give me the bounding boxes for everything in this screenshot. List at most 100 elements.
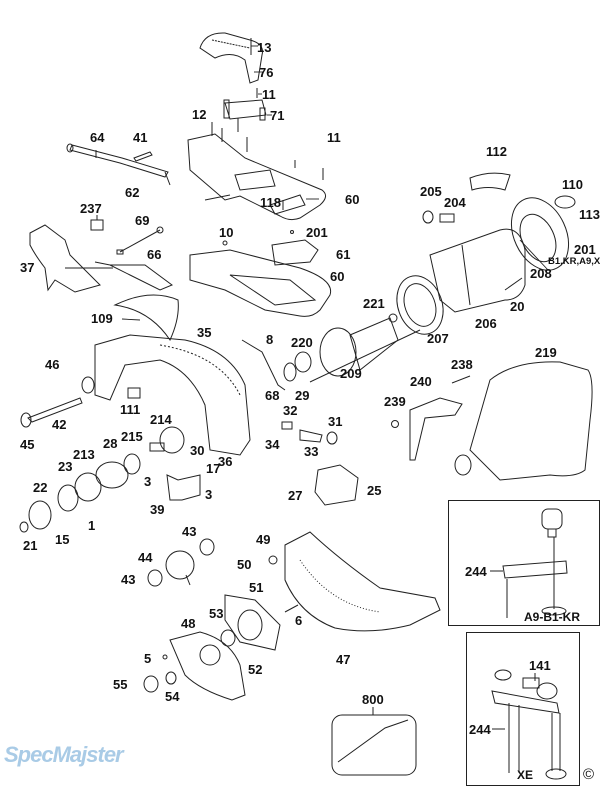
- part-label-45: 45: [20, 437, 35, 452]
- part-label-5: 5: [144, 651, 152, 666]
- part-label-48: 48: [181, 616, 196, 631]
- part-washer-23: [58, 485, 78, 511]
- part-label-20: 20: [510, 299, 525, 314]
- part-label-1: 1: [88, 518, 96, 533]
- part-label-118: 118: [260, 195, 281, 210]
- part-label-35: 35: [197, 325, 212, 340]
- part-bushing-43a: [200, 539, 214, 555]
- part-label-43: 43: [121, 572, 136, 587]
- part-label-47: 47: [336, 652, 351, 667]
- part-label-221: 221: [363, 296, 385, 311]
- part-label-64: 64: [90, 130, 105, 145]
- part-key-41: [134, 152, 152, 161]
- part-label-110: 110: [562, 177, 583, 192]
- part-label-800: 800: [362, 692, 384, 707]
- part-label-43: 43: [182, 524, 197, 539]
- part-brush-cover-112: [470, 173, 510, 190]
- part-bushing-54: [166, 672, 176, 684]
- part-clip-237: [91, 215, 103, 230]
- part-label-69: 69: [135, 213, 150, 228]
- part-housing-cover-60: [188, 118, 326, 220]
- watermark-logo: SpecMajster: [4, 742, 124, 767]
- part-bracket-39: [167, 475, 200, 500]
- inset-xe-caption: XE: [517, 768, 534, 782]
- part-label-239: 239: [384, 394, 406, 409]
- part-label-52: 52: [248, 662, 263, 677]
- part-label-54: 54: [165, 689, 180, 704]
- part-label-220: 220: [291, 335, 313, 350]
- part-label-66: 66: [147, 247, 162, 262]
- part-label-51: 51: [249, 580, 264, 595]
- part-label-61: 61: [336, 247, 351, 262]
- part-label-30: 30: [190, 443, 205, 458]
- part-deflector-109: [115, 295, 178, 340]
- part-spring-239: [392, 421, 399, 428]
- part-label-46: 46: [45, 357, 60, 372]
- part-housing-base-60: [190, 241, 331, 316]
- part-label-53: 53: [209, 606, 224, 621]
- part-label-3: 3: [144, 474, 152, 489]
- part-bearing-ring-207: [389, 269, 451, 340]
- part-dust-chute-37: [30, 225, 100, 292]
- part-screw-21: [20, 522, 28, 532]
- part-label-23: 23: [58, 459, 73, 474]
- part-label-111: 111: [120, 402, 141, 417]
- part-label-31: 31: [328, 414, 343, 429]
- part-gear-214: [150, 427, 184, 453]
- part-label-111: [128, 388, 140, 398]
- part-label-237: 237: [80, 201, 102, 216]
- part-label-213: 213: [73, 447, 95, 462]
- part-plate-51: [225, 595, 280, 650]
- part-label-37: 37: [20, 260, 35, 275]
- part-label-209: 209: [340, 366, 362, 381]
- part-grease-gun-800: [332, 707, 416, 775]
- part-label-27: 27: [288, 488, 303, 503]
- part-label-214: 214: [150, 412, 172, 427]
- part-brush-204: [440, 214, 454, 222]
- copyright-symbol: ©: [583, 766, 595, 783]
- part-bearing-220: [295, 352, 311, 372]
- inset-xe-part-label-244: 244: [469, 722, 491, 737]
- part-label-109: 109: [91, 311, 113, 326]
- part-label-42: 42: [52, 417, 67, 432]
- part-label-62: 62: [125, 185, 140, 200]
- inset-xe: 141 244 XE: [466, 632, 580, 786]
- part-label-206: 206: [475, 316, 497, 331]
- part-bracket-71: [224, 88, 266, 120]
- part-label-71: 71: [270, 108, 285, 123]
- part-handle-76: [200, 33, 263, 83]
- part-flange-22: [29, 501, 51, 529]
- part-nut-49: [269, 556, 277, 564]
- part-plate-213: [75, 473, 101, 501]
- part-knob-55: [144, 676, 158, 692]
- clamp-xe-drawing: [467, 633, 579, 785]
- part-label-13: 13: [257, 40, 272, 55]
- part-label-33: 33: [304, 444, 319, 459]
- part-bearing-215: [124, 454, 140, 474]
- part-brush-cap-205: [423, 211, 433, 223]
- part-label-201: 201: [574, 242, 596, 257]
- clamp-drawing: [449, 501, 599, 625]
- part-label-11: 11: [262, 87, 276, 102]
- part-shaft-64: [67, 144, 170, 185]
- part-gasket-28: [96, 462, 128, 488]
- part-rod-69: [117, 227, 163, 254]
- part-cover-25: [315, 465, 358, 505]
- part-label-205: 205: [420, 184, 442, 199]
- inset-a9-caption: A9-B1-KR: [524, 610, 581, 624]
- part-label-6: 6: [295, 613, 303, 628]
- part-label-44: 44: [138, 550, 153, 565]
- part-label-32: 32: [283, 403, 298, 418]
- part-label-8: 8: [266, 332, 274, 347]
- part-label-201: 201: [306, 225, 328, 240]
- inset-a9-b1-kr: 244 A9-B1-KR: [448, 500, 600, 626]
- part-dust-bag-219: [455, 362, 592, 480]
- part-label-68: 68: [265, 388, 280, 403]
- part-label-34: 34: [265, 437, 280, 452]
- part-label-112: 112: [486, 144, 507, 159]
- part-label-240: 240: [410, 374, 432, 389]
- part-label-15: 15: [55, 532, 70, 547]
- inset-a9-part-label: 244: [465, 564, 487, 579]
- part-label-50: 50: [237, 557, 252, 572]
